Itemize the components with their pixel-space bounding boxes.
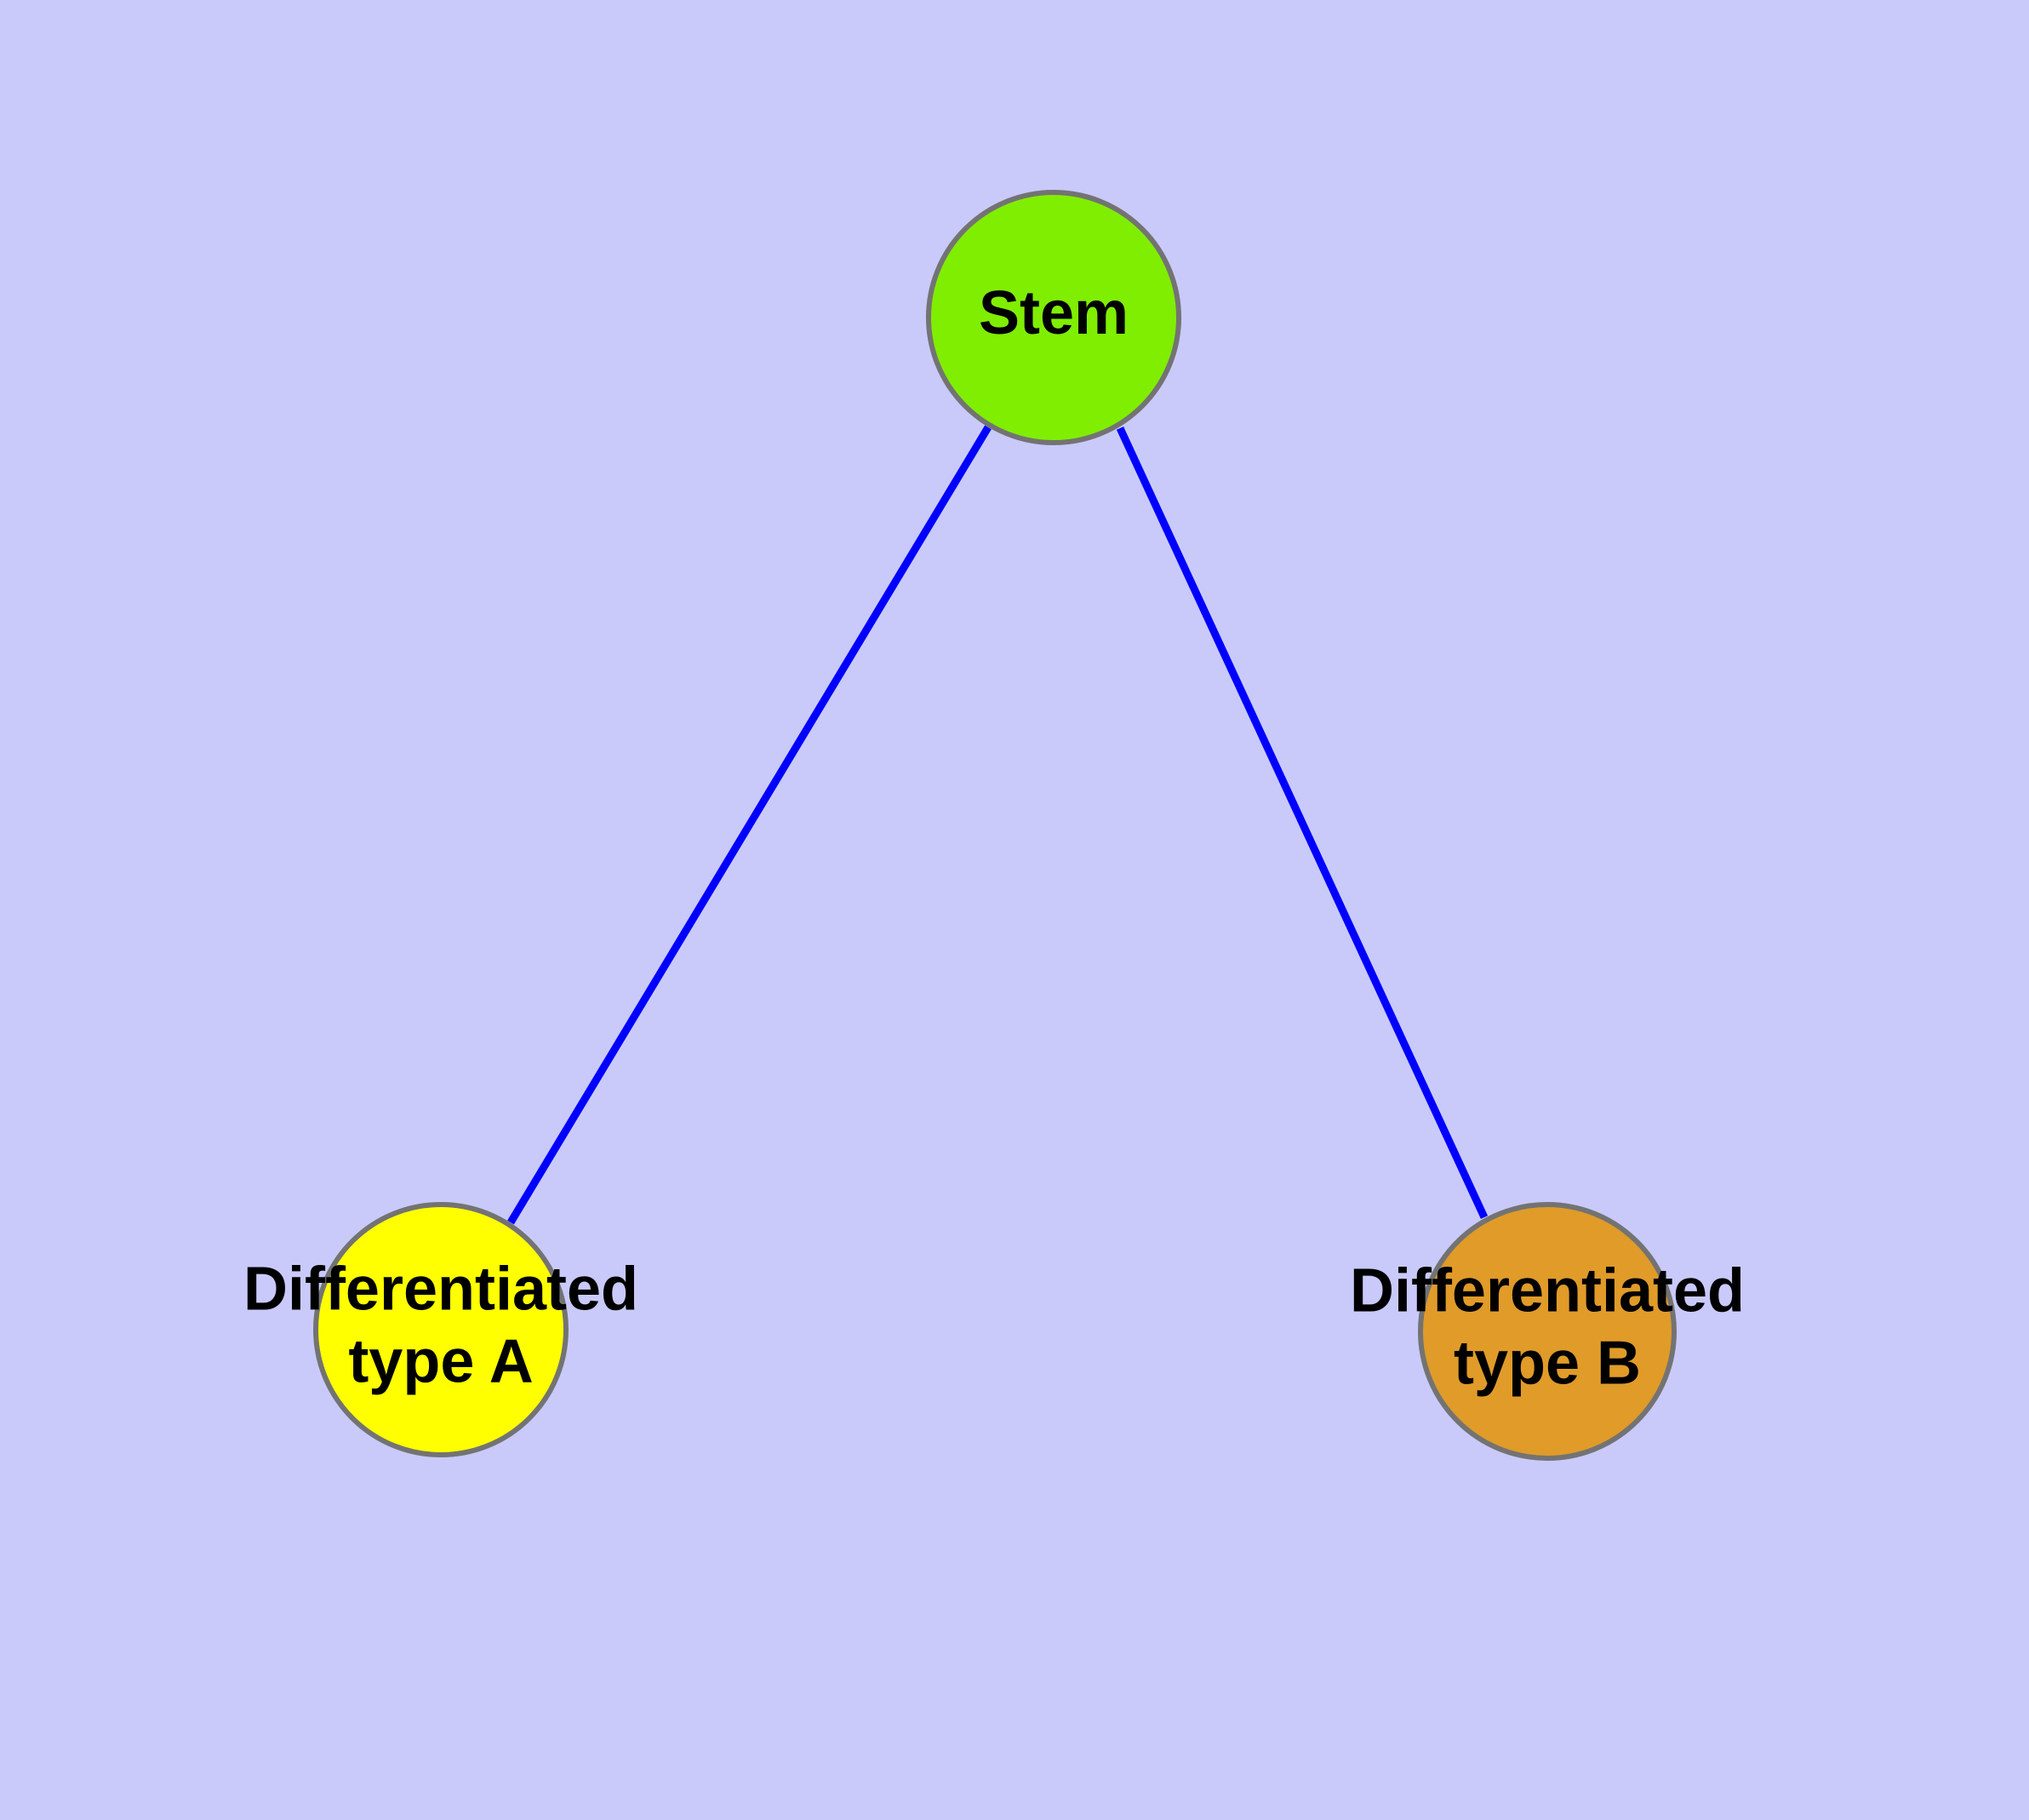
edge-stem-to-diff-a[interactable]	[507, 425, 992, 1225]
node-label-line: Differentiated	[243, 1256, 638, 1324]
node-label-line: type B	[1454, 1329, 1641, 1397]
node-diff-a[interactable]	[313, 1202, 569, 1457]
node-layer	[313, 190, 1677, 1461]
node-label-line: Stem	[979, 279, 1129, 347]
edge-layer	[507, 425, 1489, 1225]
edge-stem-to-diff-b[interactable]	[1116, 426, 1489, 1219]
node-label-stem: Stem	[979, 279, 1129, 347]
node-label-line: type A	[348, 1327, 533, 1395]
node-diff-b[interactable]	[1418, 1202, 1677, 1461]
node-stem[interactable]	[926, 190, 1181, 445]
node-label-line: Differentiated	[1350, 1257, 1745, 1325]
